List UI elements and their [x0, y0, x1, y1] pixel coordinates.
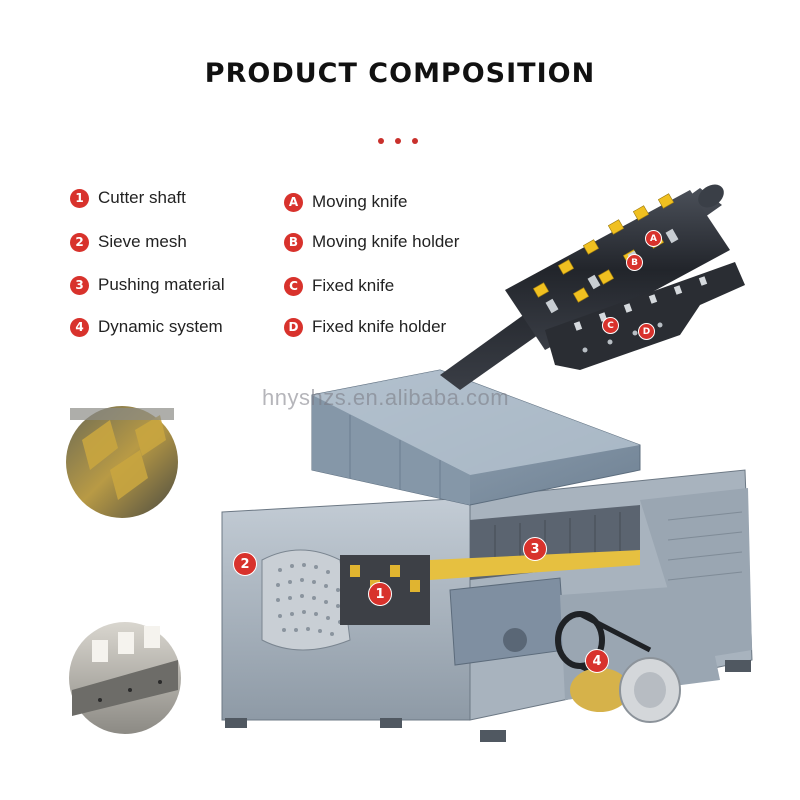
- divider-dot: [412, 138, 418, 144]
- callout-fixed-knife: C: [602, 317, 619, 334]
- fixed-knife-holder: [545, 262, 745, 370]
- detail-thumbnail-rotor: [66, 406, 178, 518]
- legend-badge: 2: [70, 232, 89, 252]
- cabinet-vents: [667, 511, 743, 581]
- motor-hub: [634, 672, 666, 708]
- cutter-shaft-assembly: [440, 184, 745, 390]
- legend-item: 2 Sieve mesh: [70, 232, 187, 252]
- callout-fixed-knife-holder: D: [638, 323, 655, 340]
- moving-knives: [532, 193, 675, 303]
- legend-label: Moving knife: [312, 192, 408, 211]
- hopper-opening: [312, 370, 640, 475]
- sieve-holes: [276, 563, 342, 636]
- hydraulic-cylinder: [430, 550, 640, 580]
- watermark: hnyshzs.en.alibaba.com: [262, 385, 510, 410]
- legend-badge: 1: [70, 188, 89, 208]
- legend-item: C Fixed knife: [284, 276, 394, 296]
- legend-badge: 4: [70, 317, 89, 337]
- callout-moving-knife: A: [645, 230, 662, 247]
- callout-dynamic-system: 4: [585, 649, 609, 673]
- gearbox-flange: [503, 628, 527, 652]
- callout-cutter-shaft: 1: [368, 582, 392, 606]
- legend-badge: D: [284, 317, 303, 337]
- legend-label: Cutter shaft: [98, 188, 186, 207]
- detail-thumbnail-fixed-knife: [69, 622, 181, 734]
- legend-label: Dynamic system: [98, 317, 223, 336]
- legend-label: Fixed knife: [312, 276, 395, 295]
- callout-sieve-mesh: 2: [233, 552, 257, 576]
- legend-item: 4 Dynamic system: [70, 317, 223, 337]
- legend-label: Moving knife holder: [312, 232, 460, 251]
- sieve-mesh: [261, 549, 351, 651]
- legend-label: Sieve mesh: [98, 232, 187, 251]
- callout-moving-knife-holder: B: [626, 254, 643, 271]
- hopper-ribs: [349, 415, 441, 500]
- shaft-end-cap: [698, 184, 724, 208]
- legend-item: 1 Cutter shaft: [70, 188, 186, 208]
- rotor-drum: [505, 190, 730, 350]
- legend-label: Fixed knife holder: [312, 317, 447, 336]
- callout-pushing-material: 3: [523, 537, 547, 561]
- divider-dot: [378, 138, 384, 144]
- motor-housing: [570, 668, 630, 712]
- legend-badge: C: [284, 276, 303, 296]
- legend-item: D Fixed knife holder: [284, 317, 446, 337]
- legend-badge: A: [284, 192, 303, 212]
- legend-item: A Moving knife: [284, 192, 407, 212]
- hopper-front: [312, 395, 470, 505]
- title-divider-dots: [378, 138, 422, 146]
- legend-item: B Moving knife holder: [284, 232, 459, 252]
- page-title: PRODUCT COMPOSITION: [204, 58, 596, 89]
- gearbox: [449, 577, 566, 666]
- holder-bolts: [582, 322, 663, 353]
- legend-badge: 3: [70, 275, 89, 295]
- legend-item: 3 Pushing material: [70, 275, 225, 295]
- divider-dot: [395, 138, 401, 144]
- machine-feet: [225, 660, 751, 742]
- legend-badge: B: [284, 232, 303, 252]
- side-cabinet: [640, 488, 752, 660]
- legend-label: Pushing material: [98, 275, 225, 294]
